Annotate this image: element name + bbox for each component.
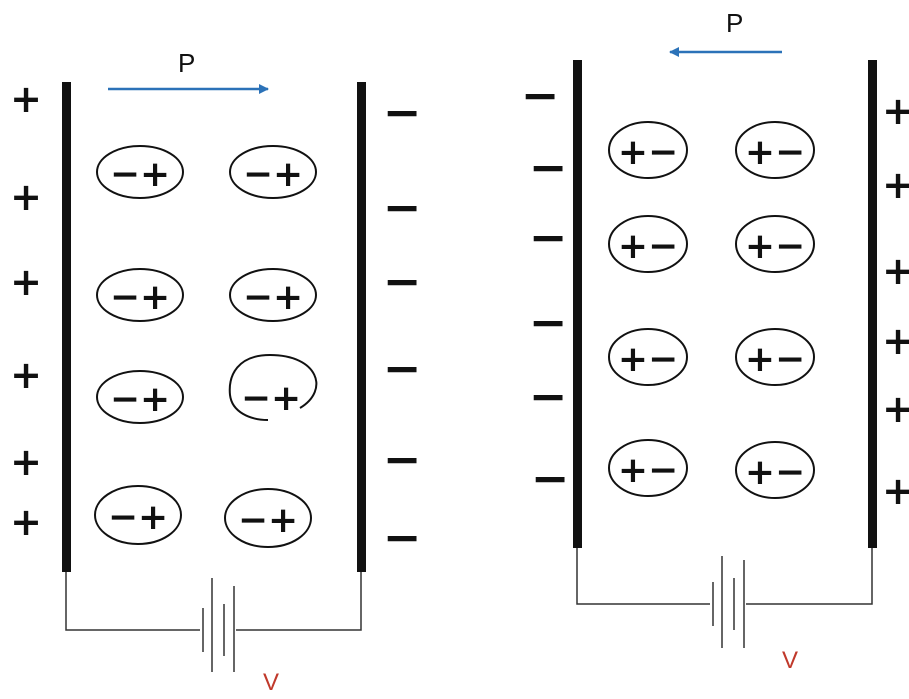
left-panel-circuit-wire [236, 572, 362, 631]
dipole-charges: −+ [238, 500, 298, 541]
right-panel-dipole: +− [735, 328, 815, 386]
right-panel-dipole: +− [608, 328, 688, 386]
left-panel-dipole: −+ [94, 485, 182, 545]
dipole-charges: −+ [110, 379, 170, 420]
left-panel-plate-charge: + [10, 175, 42, 219]
left-panel-plate-charge: − [383, 432, 422, 486]
left-panel-plate-charge: + [10, 353, 42, 397]
left-panel-positive-plate [62, 82, 71, 572]
right-panel-polarization-label: P [726, 8, 743, 38]
left-panel-plate-charge: − [383, 341, 422, 395]
right-panel-plate-charge: − [529, 295, 568, 349]
right-panel-plate-charge: − [529, 140, 568, 194]
left-panel-plate-charge: − [383, 180, 422, 234]
right-panel-dipole: +− [735, 441, 815, 499]
right-panel-plate-charge: + [882, 387, 909, 431]
dipole-charges: +− [745, 339, 805, 380]
right-panel: P − − − − − − + + + + + + +− +− +− +− [521, 8, 909, 674]
left-panel-polarization-label: P [178, 48, 195, 78]
dipole-charges: −+ [243, 154, 303, 195]
left-panel: P + + + + + + − − − − − − −+ −+ −+ −+ [10, 48, 421, 696]
right-panel-plate-charge: + [882, 163, 909, 207]
right-panel-plate-charge: − [521, 68, 560, 122]
right-panel-plate-charge: + [882, 469, 909, 513]
left-panel-dipole: −+ [96, 268, 184, 322]
right-panel-plate-charge: + [882, 89, 909, 133]
right-panel-dipole: +− [608, 215, 688, 273]
right-panel-circuit-wire [746, 548, 873, 605]
right-panel-dipole: +− [735, 121, 815, 179]
right-panel-circuit-wire [576, 548, 710, 605]
dipole-charges: +− [618, 339, 678, 380]
left-panel-plate-charge: − [383, 254, 422, 308]
dipole-charges: −+ [241, 378, 301, 419]
left-panel-negative-plate [357, 82, 366, 572]
left-panel-voltage-label: V [263, 669, 279, 696]
left-panel-plate-charge: − [383, 510, 422, 564]
dipole-charges: +− [745, 226, 805, 267]
right-panel-dipole: +− [608, 439, 688, 497]
left-panel-battery [202, 578, 235, 672]
right-panel-negative-plate [573, 60, 582, 548]
left-panel-dipole: −+ [229, 145, 317, 199]
dipole-charges: −+ [110, 154, 170, 195]
left-panel-circuit-wire [65, 572, 200, 631]
right-panel-plate-charge: + [882, 249, 909, 293]
dipole-charges: +− [618, 226, 678, 267]
right-panel-plate-charge: − [531, 451, 570, 505]
left-panel-plate-charge: + [10, 440, 42, 484]
dipole-charges: +− [745, 132, 805, 173]
left-panel-dipole: −+ [228, 353, 318, 421]
left-panel-plate-charge: + [10, 77, 42, 121]
dipole-charges: −+ [243, 277, 303, 318]
right-panel-plate-charge: − [529, 210, 568, 264]
dipole-charges: −+ [108, 497, 168, 538]
right-panel-positive-plate [868, 60, 877, 548]
left-panel-dipole: −+ [224, 488, 312, 548]
right-panel-plate-charge: + [882, 319, 909, 363]
dipole-charges: +− [745, 452, 805, 493]
left-panel-plate-charge: + [10, 500, 42, 544]
left-panel-dipole: −+ [96, 145, 184, 199]
left-panel-plate-charge: − [383, 85, 422, 139]
dipole-charges: +− [618, 132, 678, 173]
right-panel-dipole: +− [608, 121, 688, 179]
left-panel-plate-charge: + [10, 260, 42, 304]
right-panel-dipole: +− [735, 215, 815, 273]
dipole-charges: −+ [110, 277, 170, 318]
right-panel-plate-charge: − [529, 369, 568, 423]
right-panel-voltage-label: V [782, 647, 798, 674]
left-panel-dipole: −+ [96, 370, 184, 424]
right-panel-battery [712, 556, 745, 648]
left-panel-dipole: −+ [229, 268, 317, 322]
dipole-charges: +− [618, 450, 678, 491]
